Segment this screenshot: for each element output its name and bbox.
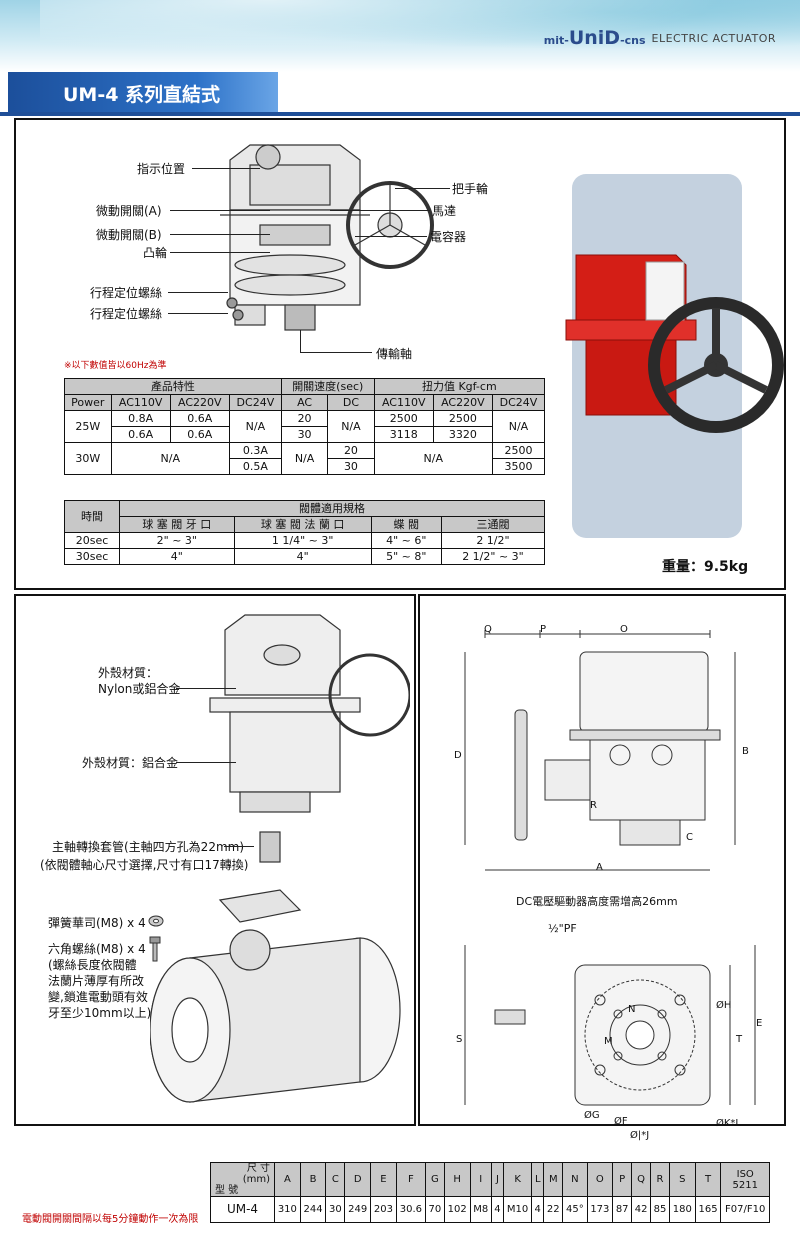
table-row: 0.5A 30 3500 — [65, 458, 546, 475]
brand-tagline: ELECTRIC ACTUATOR — [651, 31, 776, 45]
sub-t220: AC220V — [432, 394, 493, 411]
dim-q: Q — [484, 624, 492, 635]
dim-f: ØF — [614, 1116, 628, 1127]
limit-screw-2-label: 行程定位螺絲 — [90, 307, 163, 321]
sub-dc: DC — [327, 394, 375, 411]
title-bar: UM-4 系列直結式 — [8, 72, 278, 112]
sub-tdc: DC24V — [491, 394, 546, 411]
motor-label: 馬達 — [432, 204, 457, 218]
housing-label-1b: Nylon或鋁合金 — [98, 682, 181, 696]
dim-d: D — [454, 750, 462, 761]
table-row: 30sec 4" 4" 5" ~ 8" 2 1/2" ~ 3" — [64, 548, 546, 565]
frequency-note: ※以下數值皆以60Hz為準 — [64, 361, 167, 371]
sub-ac: AC — [280, 394, 329, 411]
sub-power: Power — [64, 394, 112, 411]
dim-j: Ø|*J — [630, 1130, 650, 1141]
dimension-table: 尺 寸 (mm) 型 號 A B C D E F G H I J K L M N… — [210, 1162, 770, 1223]
interval-note: 電動閥開關間隔以每5分鐘動作一次為限 — [22, 1214, 199, 1225]
dim-m: M — [604, 1036, 613, 1047]
sub-dc24: DC24V — [228, 394, 282, 411]
indicator-label: 指示位置 — [137, 162, 186, 176]
bottom-view-drawing — [464, 945, 756, 1106]
table-row: 30W N/A 0.3A N/A 20 N/A 2500 — [64, 442, 546, 475]
sub-t110: AC110V — [373, 394, 434, 411]
limit-screw-1-label: 行程定位螺絲 — [90, 286, 163, 300]
sleeve-label-a: 主軸轉換套管(主軸四方孔為22mm) — [52, 840, 245, 854]
table-row: 0.6A 0.6A 30 3118 3320 — [65, 426, 545, 443]
dim-table-corner: 尺 寸 (mm) 型 號 — [210, 1162, 275, 1197]
cam-label: 凸輪 — [143, 246, 168, 260]
dim-kl: ØK*L — [716, 1118, 741, 1129]
dim-t: T — [736, 1034, 743, 1045]
header-product: 產品特性 — [64, 378, 282, 395]
table-row: 25W 0.8A 0.6A N/A 20 N/A 2500 2500 N/A — [64, 410, 546, 443]
shaft-label: 傳輸軸 — [376, 347, 413, 361]
switch-b-label: 微動開關(B) — [96, 228, 162, 242]
exploded-view-drawing — [150, 614, 410, 1103]
dim-e: E — [756, 1018, 763, 1029]
spec-table: 產品特性 開關速度(sec) 扭力值 Kgf-cm Power AC110V A… — [64, 378, 546, 475]
bolt-label-a: 六角螺絲(M8) x 4 — [48, 942, 146, 956]
sub-ac220: AC220V — [169, 394, 230, 411]
header-speed: 開關速度(sec) — [280, 378, 375, 395]
valve-group-header: 閥體適用規格 — [119, 500, 545, 517]
brand-logo: mit-UniD-cns ELECTRIC ACTUATOR — [543, 27, 776, 49]
bolt-icon — [149, 936, 161, 962]
dc-note: DC電壓驅動器高度需增高26mm — [516, 895, 678, 908]
bolt-label-d: 變,鎖進電動頭有效 — [48, 990, 148, 1004]
dim-r: R — [590, 800, 597, 811]
table-row: UM-4 310 244 30 249 203 30.6 70 102 M8 4… — [210, 1196, 770, 1223]
housing-label-1a: 外殼材質： — [98, 666, 159, 680]
page-title: UM-4 系列直結式 — [63, 84, 221, 106]
washer-icon — [148, 915, 164, 927]
pf-note: ½"PF — [548, 922, 577, 935]
header-torque: 扭力值 Kgf-cm — [373, 378, 546, 395]
dim-o: O — [620, 624, 628, 635]
sub-ac110: AC110V — [110, 394, 171, 411]
header-banner — [0, 0, 800, 72]
washer-label: 彈簧華司(M8) x 4 — [48, 916, 146, 930]
valve-table: 時間 閥體適用規格 球 塞 閥 牙 口 球 塞 閥 法 蘭 口 蝶 閥 三通閥 … — [64, 500, 546, 565]
actuator-cutaway-drawing — [220, 144, 434, 331]
weight-label: 重量：9.5kg — [662, 559, 749, 575]
handwheel-label: 把手輪 — [452, 182, 489, 196]
switch-a-label: 微動開關(A) — [96, 204, 162, 218]
time-header: 時間 — [64, 500, 120, 533]
dim-c: C — [686, 832, 693, 843]
dim-g: ØG — [584, 1110, 600, 1121]
dim-b: B — [742, 746, 749, 757]
table-row: 20sec 2" ~ 3" 1 1/4" ~ 3" 4" ~ 6" 2 1/2" — [64, 532, 546, 549]
bolt-label-b: (螺絲長度依閥體 — [48, 958, 137, 972]
dim-p: P — [540, 624, 547, 635]
bolt-label-c: 法蘭片薄厚有所改 — [48, 974, 145, 988]
bolt-label-e: 牙至少10mm以上) — [48, 1006, 152, 1020]
title-rule — [0, 112, 800, 116]
capacitor-label: 電容器 — [430, 230, 467, 244]
side-view-drawing — [464, 630, 736, 871]
sleeve-label-b: (依閥體軸心尺寸選擇,尺寸有口17轉換) — [40, 858, 249, 872]
dim-h: ØH — [716, 1000, 732, 1011]
dim-s: S — [456, 1034, 463, 1045]
dim-a: A — [596, 862, 603, 873]
housing-label-2: 外殼材質：鋁合金 — [82, 756, 179, 770]
product-photo — [565, 254, 784, 433]
dim-n: N — [628, 1004, 636, 1015]
